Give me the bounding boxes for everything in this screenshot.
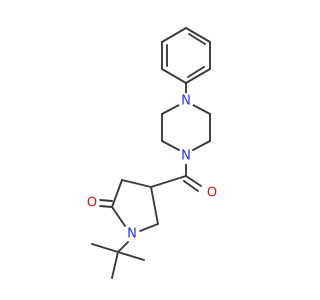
atom-background xyxy=(178,93,194,109)
bond-tbutyl-1 xyxy=(91,243,119,253)
bond-phenyl-inner-2 xyxy=(187,66,205,78)
bond-pip-1 xyxy=(161,104,180,115)
bond-carbonyl-ring xyxy=(150,175,187,188)
atom-n-piperazine-bottom: N xyxy=(178,148,194,164)
atom-n-pyrrolidinone: N xyxy=(124,226,140,242)
bond-pyr-3 xyxy=(111,206,126,227)
atom-o-amide: O xyxy=(204,185,220,201)
bond-pyr-2 xyxy=(111,179,123,208)
bond-carbonyl-o-1 xyxy=(185,175,202,187)
o-amide-label: O xyxy=(207,186,217,201)
molecule-structure: N N O O N xyxy=(84,27,220,279)
atom-background xyxy=(124,226,140,242)
bond-tbutyl-3 xyxy=(111,251,119,279)
o-lactam-label: O xyxy=(87,196,97,211)
bond-pip-6 xyxy=(192,104,211,115)
bond-phenyl-4 xyxy=(185,68,211,84)
n-piperazine-bottom-label: N xyxy=(181,149,191,164)
bond-phenyl-2 xyxy=(185,27,211,43)
bond-pip-3 xyxy=(161,140,180,151)
bond-phenyl-inner-1 xyxy=(188,33,206,45)
bond-phenyl-1 xyxy=(161,27,187,43)
bond-pip-4 xyxy=(192,140,211,151)
bond-lactam-o-1 xyxy=(99,205,113,208)
bond-pyr-5 xyxy=(150,186,159,225)
atom-n-piperazine-top: N xyxy=(178,93,194,109)
atom-background xyxy=(84,195,100,211)
bonds xyxy=(91,27,211,279)
bond-lactam-o-2 xyxy=(99,199,113,202)
bond-n-tbutyl xyxy=(117,241,129,253)
n-pyrrolidinone-label: N xyxy=(127,227,137,242)
bond-carbonyl-o-2 xyxy=(183,180,199,192)
atom-o-lactam: O xyxy=(84,195,100,211)
n-piperazine-top-label: N xyxy=(181,94,191,109)
atom-labels: N N O O N xyxy=(84,93,220,242)
atom-background xyxy=(204,185,220,201)
atom-background xyxy=(178,148,194,164)
bond-pyr-1 xyxy=(121,179,152,188)
bond-phenyl-5 xyxy=(161,68,187,84)
bond-tbutyl-2 xyxy=(117,251,145,261)
bond-pyr-4 xyxy=(139,223,159,232)
